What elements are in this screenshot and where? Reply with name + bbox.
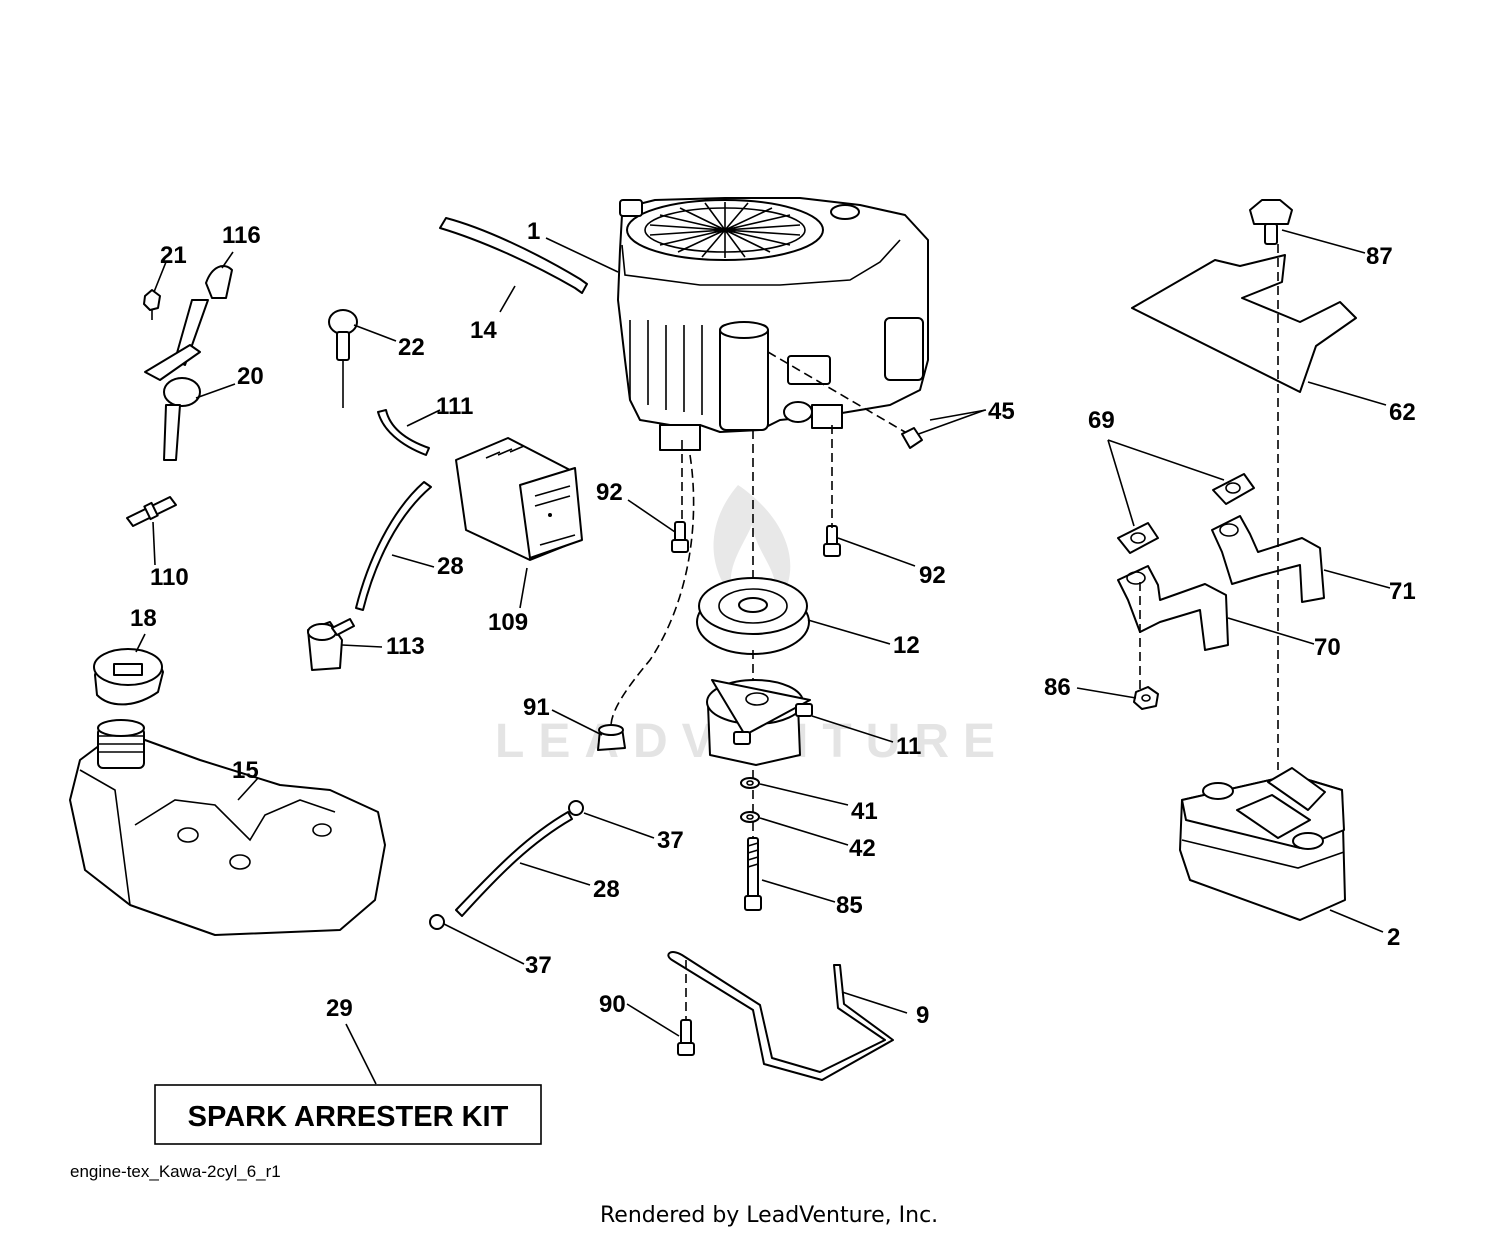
callout-92b: 92 <box>919 562 946 589</box>
spark-arrester-kit-label: SPARK ARRESTER KIT <box>188 1101 509 1133</box>
callout-113: 113 <box>386 633 425 660</box>
callout-11: 11 <box>896 733 921 760</box>
throttle-control-assembly[interactable] <box>143 265 233 461</box>
callout-12: 12 <box>893 632 920 659</box>
callout-14: 14 <box>470 317 497 344</box>
pto-clutch-part-11[interactable] <box>706 679 813 766</box>
render-credit: Rendered by LeadVenture, Inc. <box>600 1203 938 1228</box>
callout-9: 9 <box>916 1002 929 1029</box>
hose-part-111[interactable] <box>377 409 430 456</box>
callout-92a: 92 <box>596 479 623 506</box>
fuel-hose-part-28a[interactable] <box>355 481 432 611</box>
callout-90: 90 <box>599 991 626 1018</box>
callout-62: 62 <box>1389 399 1416 426</box>
callout-86: 86 <box>1044 674 1071 701</box>
fuel-filter-part-109[interactable] <box>455 437 583 561</box>
muffler-part-2[interactable] <box>1179 767 1346 921</box>
nut-part-86[interactable] <box>1133 686 1159 710</box>
knob-part-87[interactable] <box>1249 199 1293 245</box>
bolt-part-45[interactable] <box>901 409 986 449</box>
grommet-part-91[interactable] <box>597 724 626 751</box>
callout-116: 116 <box>222 222 261 249</box>
connector-part-110[interactable] <box>126 496 177 527</box>
fuel-line-part-14[interactable] <box>439 217 588 294</box>
callout-37b: 37 <box>525 952 552 979</box>
exhaust-pipe-part-71[interactable] <box>1211 515 1325 603</box>
fuel-tank-part-15[interactable] <box>69 719 386 936</box>
diagram-id: engine-tex_Kawa-2cyl_6_r1 <box>70 1162 281 1181</box>
gasket-part-69b[interactable] <box>1117 522 1159 554</box>
heat-shield-part-62[interactable] <box>1131 254 1357 393</box>
engine-part-1[interactable] <box>617 197 929 451</box>
washer-part-41[interactable] <box>740 777 760 789</box>
bolt-part-90[interactable] <box>677 1019 695 1056</box>
callout-37a: 37 <box>657 827 684 854</box>
callout-2: 2 <box>1387 924 1400 951</box>
callout-22: 22 <box>398 334 425 361</box>
clutch-bolt-part-85[interactable] <box>744 837 762 911</box>
callout-18: 18 <box>130 605 157 632</box>
callout-41: 41 <box>851 798 878 825</box>
callout-1: 1 <box>527 218 540 245</box>
callout-91: 91 <box>523 694 550 721</box>
callout-28b: 28 <box>593 876 620 903</box>
callout-71: 71 <box>1389 578 1416 605</box>
callout-28a: 28 <box>437 553 464 580</box>
callout-42: 42 <box>849 835 876 862</box>
callout-87: 87 <box>1366 243 1393 270</box>
fuel-cap-part-18[interactable] <box>93 648 164 706</box>
bolt-part-92b[interactable] <box>823 525 841 557</box>
callout-29: 29 <box>326 995 353 1022</box>
callout-15: 15 <box>232 757 259 784</box>
exhaust-pipe-part-70[interactable] <box>1117 565 1229 651</box>
callout-110: 110 <box>150 564 189 591</box>
callout-70: 70 <box>1314 634 1341 661</box>
choke-knob-part-22[interactable] <box>328 309 358 408</box>
fuel-valve-part-113[interactable] <box>307 618 355 671</box>
hose-clamp-part-37a[interactable] <box>568 800 584 816</box>
washer-part-42[interactable] <box>740 811 760 823</box>
callout-21: 21 <box>160 242 187 269</box>
hose-clamp-part-37b[interactable] <box>429 914 445 930</box>
callout-69: 69 <box>1088 407 1115 434</box>
callout-111: 111 <box>436 393 473 420</box>
rod-part-9[interactable] <box>667 951 894 1081</box>
callout-85: 85 <box>836 892 863 919</box>
callout-109: 109 <box>488 609 528 636</box>
callout-45: 45 <box>988 398 1015 425</box>
callout-20: 20 <box>237 363 264 390</box>
fuel-hose-part-28b[interactable] <box>455 811 573 917</box>
pulley-part-12[interactable] <box>696 577 810 655</box>
gasket-part-69a[interactable] <box>1212 473 1255 505</box>
spark-arrester-kit-box[interactable]: SPARK ARRESTER KIT <box>154 1084 542 1145</box>
bolt-part-92a[interactable] <box>671 521 689 553</box>
